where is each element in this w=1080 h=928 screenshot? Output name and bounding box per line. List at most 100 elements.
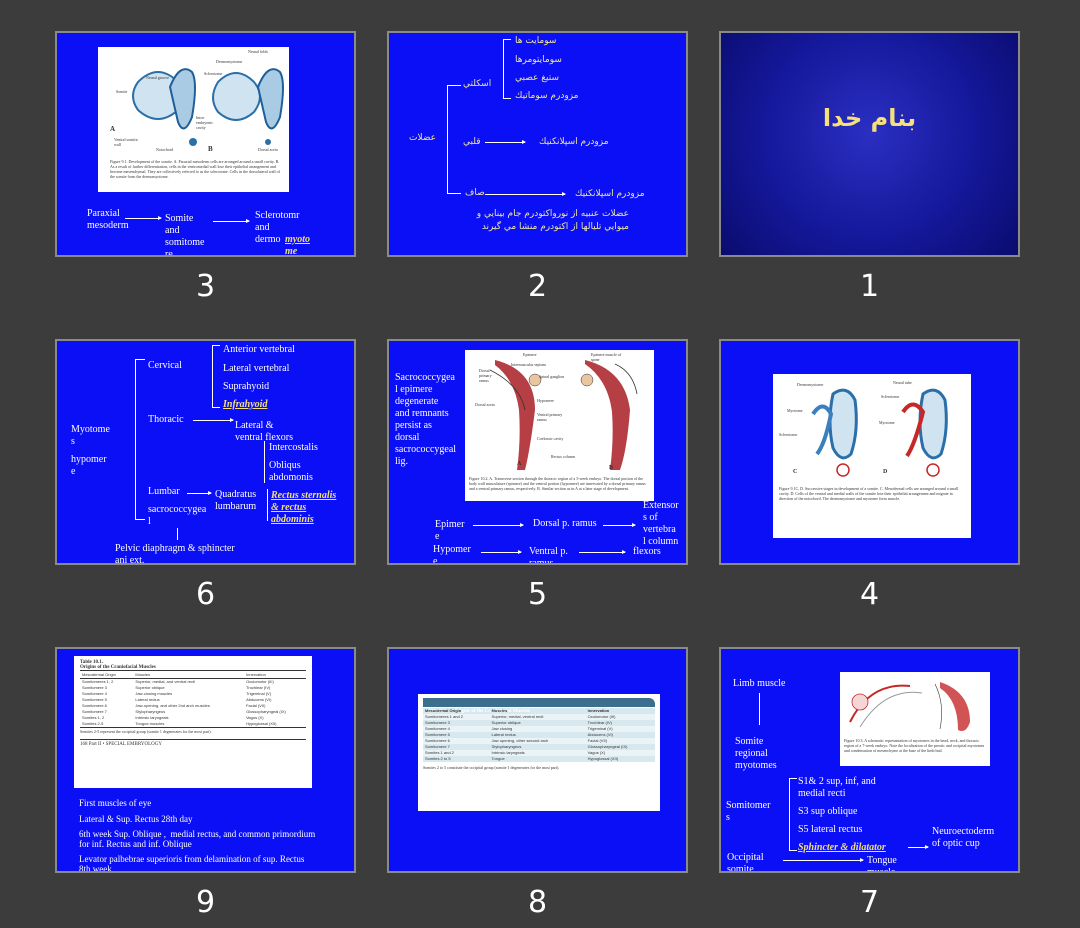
slide-thumbnail-8[interactable]: TABLE 10.1 Origins of the Craniofacial M… bbox=[387, 647, 688, 920]
somite-somitomere-text: Somite and somitome re bbox=[165, 213, 205, 257]
cell: Abducens (VI) bbox=[246, 697, 272, 702]
cardiac-label: قلبي bbox=[463, 137, 481, 147]
page-footer: 168 Part II • SPECIAL EMBRYOLOGY bbox=[80, 739, 306, 747]
brace-line bbox=[267, 489, 268, 521]
pelvic-diaphragm: Pelvic diaphragm & sphincter ani ext. bbox=[115, 543, 235, 565]
slide-thumbnail-7[interactable]: Limb muscle Somite regional myotomes Fig… bbox=[719, 647, 1020, 920]
myotomes-label: Myotome s bbox=[71, 424, 110, 447]
paraxial-mesoderm-text: Paraxial mesoderm bbox=[87, 208, 129, 231]
body-wall-caption: Figure 10.2. A. Transverse section throu… bbox=[469, 476, 646, 491]
slide-7-canvas: Limb muscle Somite regional myotomes Fig… bbox=[719, 647, 1020, 873]
cell: Tongue muscles bbox=[135, 721, 165, 726]
neuroectoderm-label: Neuroectoderm of optic cup bbox=[932, 826, 995, 849]
craniofacial-table-image: TABLE 10.1 Origins of the Craniofacial M… bbox=[418, 694, 660, 811]
extensors-label: Extensor s of vertebra l column bbox=[643, 500, 679, 547]
brace-line bbox=[447, 85, 461, 86]
somitomeres-item: سومايتومرها bbox=[515, 55, 562, 65]
cell: Abducens (VI) bbox=[587, 732, 614, 737]
cell: Trochlear (IV) bbox=[587, 720, 612, 725]
brace-line bbox=[135, 519, 145, 520]
table-banner: TABLE 10.1 Origins of the Craniofacial M… bbox=[423, 698, 655, 714]
fig-label-neural-folds: Neural folds bbox=[248, 49, 268, 54]
brace-line bbox=[212, 407, 220, 408]
sacrococcygeal-text: Sacrococcygea l epimere degenerate and r… bbox=[395, 372, 457, 467]
header-cell: Muscles bbox=[491, 708, 508, 713]
cell: Intrinsic laryngeals bbox=[135, 715, 169, 720]
slide-number-6: 6 bbox=[195, 577, 216, 612]
epimere-label: Epimer e bbox=[435, 519, 465, 542]
slide-thumbnail-1[interactable]: بنام خدا 1 bbox=[719, 31, 1020, 304]
fig-label-ventral-wall: Ventral somitic wall bbox=[114, 137, 139, 147]
neural-crest-item: ستيغ عصبي bbox=[515, 73, 560, 83]
cell: Jaw-closing muscles bbox=[135, 691, 173, 696]
thoracic-label: Thoracic bbox=[148, 414, 184, 425]
slide-thumbnail-3[interactable]: Neural folds Dermomyotome Sclerotome Neu… bbox=[55, 31, 356, 304]
rectus-sternalis: Rectus sternalis & rectus abdominis bbox=[271, 490, 337, 525]
cell: Somitomere 5 bbox=[82, 697, 107, 702]
brace-line bbox=[212, 345, 220, 346]
slide-thumbnail-4[interactable]: Dermomyotome Myotome Sclerotome Neural t… bbox=[719, 339, 1020, 612]
hypomere-label: hypomer e bbox=[71, 454, 107, 477]
bullet-first-muscles: First muscles of eye bbox=[79, 798, 152, 808]
fig-label-b: B bbox=[208, 145, 213, 153]
slide-2-canvas: سومايت ها سومايتومرها ستيغ عصبي مزودرم س… bbox=[387, 31, 688, 257]
arrow bbox=[473, 523, 524, 527]
cell: Somites 1 and 2 bbox=[425, 750, 454, 755]
sclerotome-text: Sclerotomr and dermo bbox=[255, 210, 300, 245]
cervical-label: Cervical bbox=[148, 360, 182, 371]
slide-thumbnail-5[interactable]: Sacrococcygea l epimere degenerate and r… bbox=[387, 339, 688, 612]
cell: Hypoglossal (XII) bbox=[587, 756, 619, 761]
cell: Somitomere 4 bbox=[82, 691, 107, 696]
header-cell: Mesodermal Origin bbox=[82, 672, 116, 677]
craniofacial-table: Mesodermal Origin Muscles Innervation So… bbox=[423, 708, 655, 762]
brace-line bbox=[789, 778, 790, 850]
s3-sup-oblique: S3 sup oblique bbox=[798, 806, 858, 817]
fig-label-neural-tube: Neural tube bbox=[893, 380, 912, 385]
cell: Somitomere 7 bbox=[425, 744, 450, 749]
fig-label-d: D bbox=[883, 469, 888, 475]
cell: Jaw opening, other second arch bbox=[491, 738, 549, 743]
origin-note: عضلات عنبيه از نورواكتودرم جام بينايي و … bbox=[476, 209, 629, 232]
table-subtitle: Origins of the Craniofacial Muscles bbox=[80, 665, 306, 671]
fig-label-sclerotome: Sclerotome bbox=[779, 432, 798, 437]
fig-label-dermomyotome: Dermomyotome bbox=[216, 59, 243, 64]
fig-label-dorsal-ramus: Dorsal primary ramus bbox=[479, 368, 492, 383]
fig-label-dorsal-aorta: Dorsal aorta bbox=[258, 147, 278, 152]
craniofacial-table: Mesodermal Origin Muscles Innervation So… bbox=[80, 672, 306, 728]
cell: Oculomotor (III) bbox=[587, 714, 616, 719]
slide-4-canvas: Dermomyotome Myotome Sclerotome Neural t… bbox=[719, 339, 1020, 565]
header-cell: Innervation bbox=[587, 708, 610, 713]
brace-line bbox=[447, 193, 461, 194]
slide-number-4: 4 bbox=[859, 577, 880, 612]
body-wall-diagram bbox=[489, 360, 638, 470]
somite-figure: Neural folds Dermomyotome Sclerotome Neu… bbox=[98, 47, 289, 192]
cell: Somitomeres 1 and 2 bbox=[425, 714, 464, 719]
bullet-levator: Levator palbebrae superioris from delami… bbox=[79, 854, 305, 873]
arrow bbox=[125, 216, 162, 220]
slide-8-canvas: TABLE 10.1 Origins of the Craniofacial M… bbox=[387, 647, 688, 873]
fig-label-aorta: Dorsal aorta bbox=[475, 402, 495, 407]
slide-number-9: 9 bbox=[195, 885, 216, 920]
arrow-line bbox=[759, 693, 760, 725]
table-note: Somites 2 to 5 constitute the occipital … bbox=[423, 765, 560, 770]
slide-number-7: 7 bbox=[859, 885, 880, 920]
fig-label-rectus: Rectus column bbox=[551, 454, 575, 459]
brace-line bbox=[212, 345, 213, 407]
cell: Superior, medial, and ventral recti bbox=[135, 679, 196, 684]
body-wall-figure: Epimere Dorsal primary ramus Intermuscul… bbox=[465, 350, 654, 501]
table-header-row: Mesodermal Origin Muscles Innervation bbox=[423, 708, 655, 714]
myotome-figure: Figure 10.3. A schematic representation … bbox=[840, 672, 990, 766]
fig-label-a: A bbox=[517, 461, 522, 467]
myotome-figure-caption: Figure 10.3. A schematic representation … bbox=[844, 738, 985, 753]
cell: Hypoglossal (XII) bbox=[246, 721, 277, 726]
slide-thumbnail-6[interactable]: Myotome s hypomer e Cervical Anterior ve… bbox=[55, 339, 356, 612]
slide-thumbnail-9[interactable]: Table 10.1. Origins of the Craniofacial … bbox=[55, 647, 356, 920]
cell: Somitomere 4 bbox=[425, 726, 450, 731]
table-title: Table 10.1. bbox=[80, 660, 104, 665]
cell: Lateral rectus bbox=[491, 732, 516, 737]
slide-thumbnail-2[interactable]: سومايت ها سومايتومرها ستيغ عصبي مزودرم س… bbox=[387, 31, 688, 304]
ventral-ramus-label: Ventral p. ramus bbox=[529, 546, 568, 565]
